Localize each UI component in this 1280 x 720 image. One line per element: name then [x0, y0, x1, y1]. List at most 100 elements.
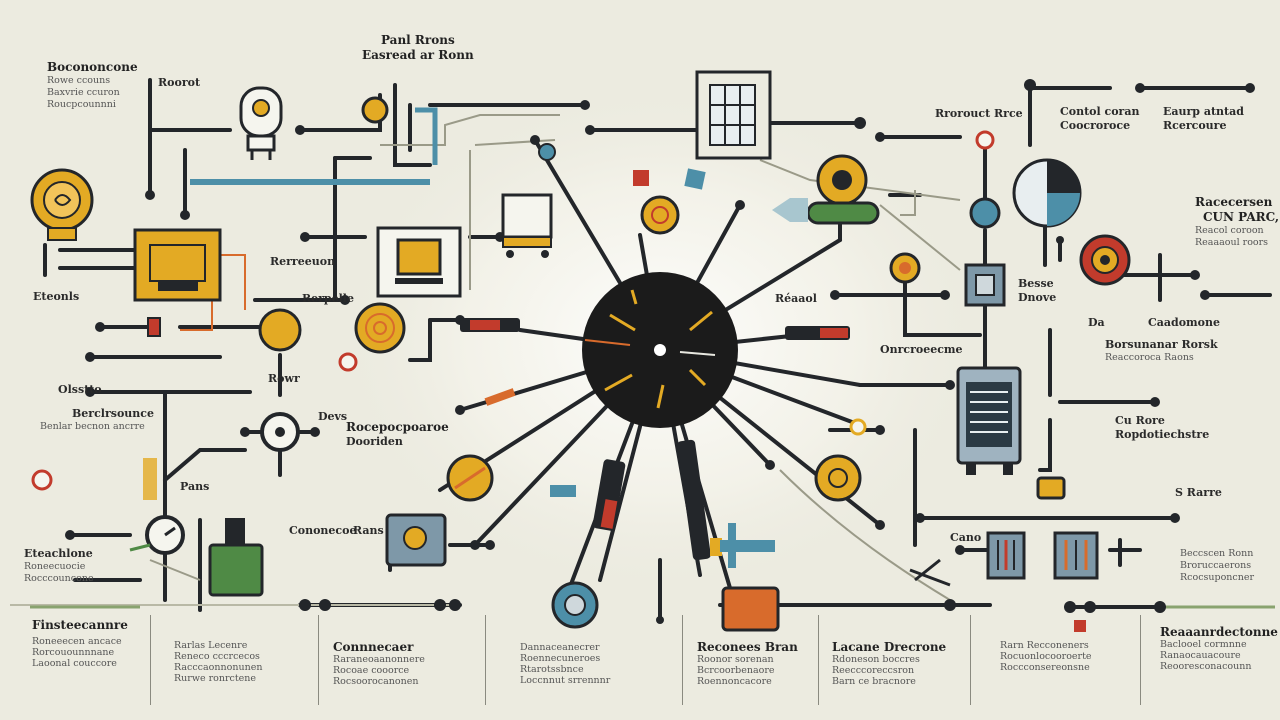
bottom-panel-6: Lacane Drecrone Rdoneson boccres Reeccco… — [832, 640, 946, 687]
label-right-bottom-small-1: Beccscen Ronn — [1180, 548, 1254, 559]
teal-pipe-2 — [415, 107, 438, 165]
connector-mid-right — [849, 418, 867, 436]
bottom-panel-4-line4: Loccnnut srrennnr — [520, 675, 611, 686]
bottom-panel-8: Reaaanrdectonne Baclooel cormnne Ranaoca… — [1160, 625, 1278, 672]
gauge-valve-left — [260, 412, 300, 452]
bulb-top-left — [239, 86, 283, 160]
label-right-upper-2b: Coocroroce — [1060, 118, 1131, 132]
slanted-switch — [909, 558, 951, 587]
bottom-panel-7-line3: Roccconsereonsne — [1000, 662, 1090, 673]
bottom-panel-5-line1: Roonor sorenan — [697, 654, 774, 665]
bottom-panel-6-line1: Rdoneson boccres — [832, 654, 920, 665]
yellow-ring-top — [640, 195, 680, 235]
bottom-panel-6-line2: Reecccoreccsron — [832, 665, 915, 676]
bottom-panel-1: Finsteecannre Roneeecen ancace Rorcououn… — [32, 618, 128, 669]
label-right-upper-3b: Rcercoure — [1163, 118, 1227, 132]
separator-7 — [1140, 615, 1141, 705]
label-right-low: Cu Rore Ropdotiechstre — [1115, 414, 1210, 441]
central-hub — [582, 272, 738, 428]
bottom-panel-3-line3: Rocsoorocanonen — [333, 676, 419, 687]
label-left-bottom-title: Eteachlone — [24, 547, 93, 560]
label-left-mid-1: Eteonls — [33, 290, 80, 303]
red-resistor-small — [147, 317, 161, 337]
bottom-panel-2-line1: Rarlas Lecenre — [174, 640, 248, 651]
label-top-left-small: Roorot — [158, 76, 201, 89]
coil-component — [338, 302, 406, 372]
bottom-panel-2-line2: Reneco cccrcecos — [174, 651, 260, 662]
label-right-upper-1: Rrorouct Rrce — [935, 107, 1023, 120]
transformer-right — [964, 263, 1006, 307]
green-cylinder — [208, 518, 264, 597]
label-right-mid-title: Borsunanar Rorsk — [1105, 338, 1218, 351]
pie-meter — [1012, 158, 1082, 228]
label-right-bottom-small-2: Broruccaerons — [1180, 559, 1252, 571]
red-flag — [633, 170, 649, 186]
label-left-mid-2: Rerreeuon — [270, 255, 336, 268]
label-right-upper-3: Eaurp atntad Rcercoure — [1163, 105, 1244, 133]
yellow-node-1 — [258, 308, 302, 352]
red-ring-small — [975, 130, 995, 150]
label-left-bottom: Eteachlone Roneecuocie Rocccouncone — [24, 547, 94, 585]
bottom-panel-4-line3: Rtarotssbnce — [520, 664, 584, 675]
separator-6 — [970, 615, 971, 705]
label-right-side-line2: Reaaaoul roors — [1195, 236, 1269, 248]
label-s-anne: S Rarre — [1175, 486, 1222, 499]
monitor-box — [376, 226, 462, 298]
cart-component — [501, 193, 553, 258]
label-dev: Devs — [318, 410, 348, 423]
label-sub-1: Besse Dnove — [1018, 277, 1056, 305]
label-center-right-2: Onrcroeecme — [880, 343, 963, 356]
yellow-node-2 — [361, 96, 389, 124]
label-top-center-line2: Easread ar Ronn — [362, 48, 474, 62]
bottom-panel-1-line3: Laoonal couccore — [32, 658, 117, 669]
meter-bottom-center — [550, 485, 599, 629]
label-right-side-line1: Reacol coroon — [1195, 225, 1264, 236]
target-indicator-right — [1079, 234, 1131, 286]
red-chip-bottom-right — [1074, 620, 1086, 632]
label-left-mid-3: Rerpelle — [302, 292, 354, 305]
label-center-left-long-a: Rocepocpoaroe — [346, 420, 449, 434]
label-left-low: Olsstto Berclrsounce Benlar becnon ancrr… — [40, 383, 154, 432]
teal-bulb-top — [538, 143, 556, 161]
label-top-left: Bocononcone Rowe ccouns Baxvrie ccuron R… — [47, 60, 138, 111]
label-right-upper-2: Contol coran Coocroroce — [1060, 105, 1139, 133]
bottom-panel-6-line3: Barn ce bracnore — [832, 676, 916, 687]
label-top-left-line3: Roucpcounnni — [47, 98, 116, 110]
label-left-low-line: Benlar becnon ancrre — [40, 420, 145, 432]
fuse-bottom — [592, 439, 722, 561]
plug-left — [460, 318, 520, 332]
separator-3 — [485, 615, 486, 705]
yellow-control-panel — [133, 228, 222, 302]
yellow-block-right — [1036, 476, 1066, 500]
label-left-low-sub: Berclrsounce — [72, 406, 154, 420]
label-left-bottom-line1: Roneecuocie — [24, 560, 86, 572]
bottom-panel-4: Dannaceanecrer Roennecuneroes Rtarotssbn… — [520, 642, 610, 686]
teal-switch-box — [385, 513, 447, 567]
bottom-panel-1-line2: Rorcouounnnane — [32, 647, 115, 658]
orange-wire-2 — [180, 300, 213, 331]
plug-right — [785, 326, 850, 340]
label-top-left-line2: Baxvrie ccuron — [47, 86, 120, 98]
label-sub-1b: Dnove — [1018, 290, 1057, 304]
bottom-panel-5: Reconees Bran Roonor sorenan Bcrcoorbena… — [697, 640, 798, 687]
bottom-panel-4-line2: Roennecuneroes — [520, 653, 601, 664]
label-top-center-line1: Panl Rrons — [380, 33, 455, 47]
fuse-yellow-right — [889, 252, 921, 284]
label-top-center: Panl Rrons Easread ar Ronn — [362, 33, 474, 63]
lamp-top-right — [772, 154, 880, 225]
teal-knob — [969, 197, 1001, 229]
dial-left-spoke — [446, 454, 494, 502]
bottom-panel-7: Rarn Recconeners Rocuonlocooroerte Roccc… — [1000, 640, 1092, 673]
label-right-side: Racecersen CUN PARC, Reacol coroon Reaaa… — [1195, 195, 1279, 249]
orange-wire-1 — [220, 254, 246, 310]
separator-1 — [150, 615, 151, 705]
label-top-left-title: Bocononcone — [47, 60, 138, 74]
window-grid-component — [695, 70, 772, 160]
bottom-panel-3-line1: Raraneoaanonnere — [333, 654, 425, 665]
label-da: Da — [1088, 316, 1105, 329]
label-right-mid: Borsunanar Rorsk Reaccoroca Raons — [1105, 338, 1218, 364]
bottom-panel-5-title: Reconees Bran — [697, 640, 798, 654]
label-conv: Cononecoe — [289, 524, 357, 537]
node-dots — [65, 79, 1255, 624]
